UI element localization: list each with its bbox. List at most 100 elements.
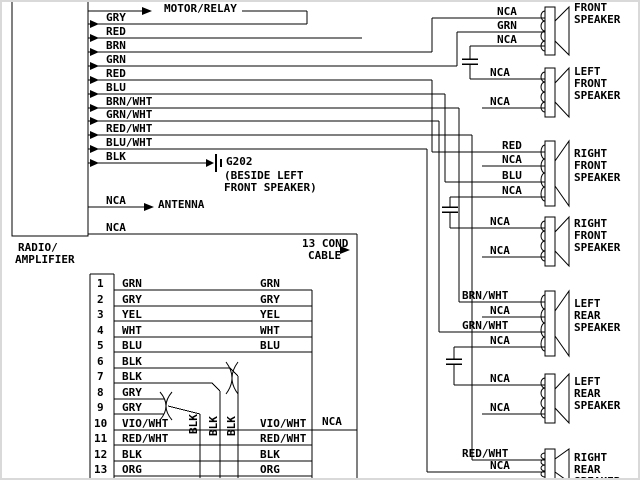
arrow-icon: [144, 203, 154, 211]
arrow-icon: [90, 104, 99, 112]
speaker-name: SPEAKER: [574, 89, 621, 102]
speaker-name: FRONT: [574, 159, 608, 172]
speaker-name: SPEAKER: [574, 13, 621, 26]
cable-label: CABLE: [308, 249, 342, 262]
arrow-icon: [90, 48, 99, 56]
terminal-label: NCA: [490, 215, 510, 228]
speaker-name: SPEAKER: [574, 476, 620, 478]
terminal-label: NCA: [490, 401, 510, 414]
speaker-name: LEFT: [574, 65, 601, 78]
wire-label: NCA: [106, 194, 126, 207]
terminal-label: NCA: [490, 304, 510, 317]
terminal-label: NCA: [490, 459, 510, 472]
terminal-label: NCA: [502, 184, 522, 197]
terminal-label: GRN/WHT: [462, 319, 509, 332]
terminal-label: RED: [502, 139, 522, 152]
arrow-icon: [90, 117, 99, 125]
pin-number: 10: [94, 417, 108, 430]
cable-label: 13 COND: [302, 237, 349, 250]
pin-wire-label-right: WHT: [260, 324, 280, 337]
pin-number: 3: [97, 308, 104, 321]
pin-wire-label-right: GRY: [260, 293, 280, 306]
speaker-icon: [540, 289, 570, 358]
pin-wire-label-right: BLK: [260, 448, 280, 461]
pin-wire-label-right: VIO/WHT: [260, 417, 307, 430]
arrow-icon: [90, 62, 99, 70]
terminal-label: NCA: [490, 95, 510, 108]
terminal-label: NCA: [497, 5, 517, 18]
radio-amplifier-label: RADIO/: [18, 241, 58, 254]
pin-wire-label-right: GRN: [260, 277, 280, 290]
vertical-wire-label: BLK: [187, 414, 200, 434]
pin-number: 5: [97, 339, 104, 352]
pin-wire-label: RED/WHT: [122, 432, 169, 445]
wire-label: GRY: [106, 11, 126, 24]
pin-wire-label-right: YEL: [260, 308, 280, 321]
speaker-name: REAR: [574, 463, 601, 476]
pin-number: 1: [97, 277, 104, 290]
wire-label: BLK: [106, 150, 126, 163]
wire-label: BRN/WHT: [106, 95, 153, 108]
speaker-name: RIGHT: [574, 451, 608, 464]
capacitor-icon: [446, 358, 462, 365]
speaker-icon: [540, 5, 570, 57]
pin-wire-label: GRY: [122, 401, 142, 414]
wire-lines: [88, 10, 545, 478]
pin-number: 9: [97, 401, 104, 414]
wire-label: BLU/WHT: [106, 136, 153, 149]
arrow-icon: [90, 34, 99, 42]
pin-wire-label-right: RED/WHT: [260, 432, 307, 445]
terminal-label: NCA: [502, 153, 522, 166]
wire-label: GRN/WHT: [106, 108, 153, 121]
pin-wire-label: ORG: [122, 463, 142, 476]
pin-number: 8: [97, 386, 104, 399]
cable-nca-label: NCA: [322, 415, 342, 428]
ground-note: (BESIDE LEFT: [224, 169, 304, 182]
pin-number: 12: [94, 448, 108, 461]
speaker-name: SPEAKER: [574, 321, 621, 334]
speaker-icon: [540, 139, 570, 208]
vertical-wire-label: BLK: [207, 416, 220, 436]
capacitor-icon: [462, 58, 478, 65]
pin-number: 13: [94, 463, 108, 476]
wire-label: BRN: [106, 39, 126, 52]
speaker-name: RIGHT: [574, 217, 608, 230]
terminal-label: BRN/WHT: [462, 289, 509, 302]
pin-wire-label: YEL: [122, 308, 142, 321]
speaker-name: LEFT: [574, 375, 601, 388]
radio-amplifier-box: [11, 2, 89, 237]
speaker-icon: [540, 215, 570, 268]
arrow-icon: [90, 145, 99, 153]
pin-wire-label-right: BLU: [260, 339, 280, 352]
wire-label: RED: [106, 25, 126, 38]
wire-label: NCA: [106, 221, 126, 234]
terminal-label: NCA: [490, 244, 510, 257]
arrow-icon: [206, 159, 214, 167]
wire-label: GRN: [106, 53, 126, 66]
vertical-wire-label: BLK: [225, 416, 238, 436]
antenna-label: ANTENNA: [158, 198, 205, 211]
wire-label: RED/WHT: [106, 122, 153, 135]
wire-label: RED: [106, 67, 126, 80]
terminal-label: RED/WHT: [462, 447, 509, 460]
pin-wire-label: GRY: [122, 293, 142, 306]
terminal-label: NCA: [490, 334, 510, 347]
terminal-label: BLU: [502, 169, 522, 182]
speaker-name: RIGHT: [574, 147, 608, 160]
speaker-icon: [540, 448, 570, 478]
speaker-name: FRONT: [574, 1, 608, 14]
pin-wire-label-right: ORG: [260, 463, 280, 476]
pin-wire-label: BLK: [122, 370, 142, 383]
terminal-label: NCA: [490, 66, 510, 79]
terminal-label: GRN: [497, 19, 517, 32]
pin-wire-label: BLK: [122, 355, 142, 368]
pin-wire-label: GRY: [122, 386, 142, 399]
pin-number: 7: [97, 370, 104, 383]
speaker-icon: [540, 372, 570, 425]
radio-amplifier-label: AMPLIFIER: [15, 253, 75, 266]
wire-label: BLU: [106, 81, 126, 94]
pin-number: 6: [97, 355, 104, 368]
ground-note: FRONT SPEAKER): [224, 181, 317, 194]
arrow-icon: [142, 7, 152, 15]
